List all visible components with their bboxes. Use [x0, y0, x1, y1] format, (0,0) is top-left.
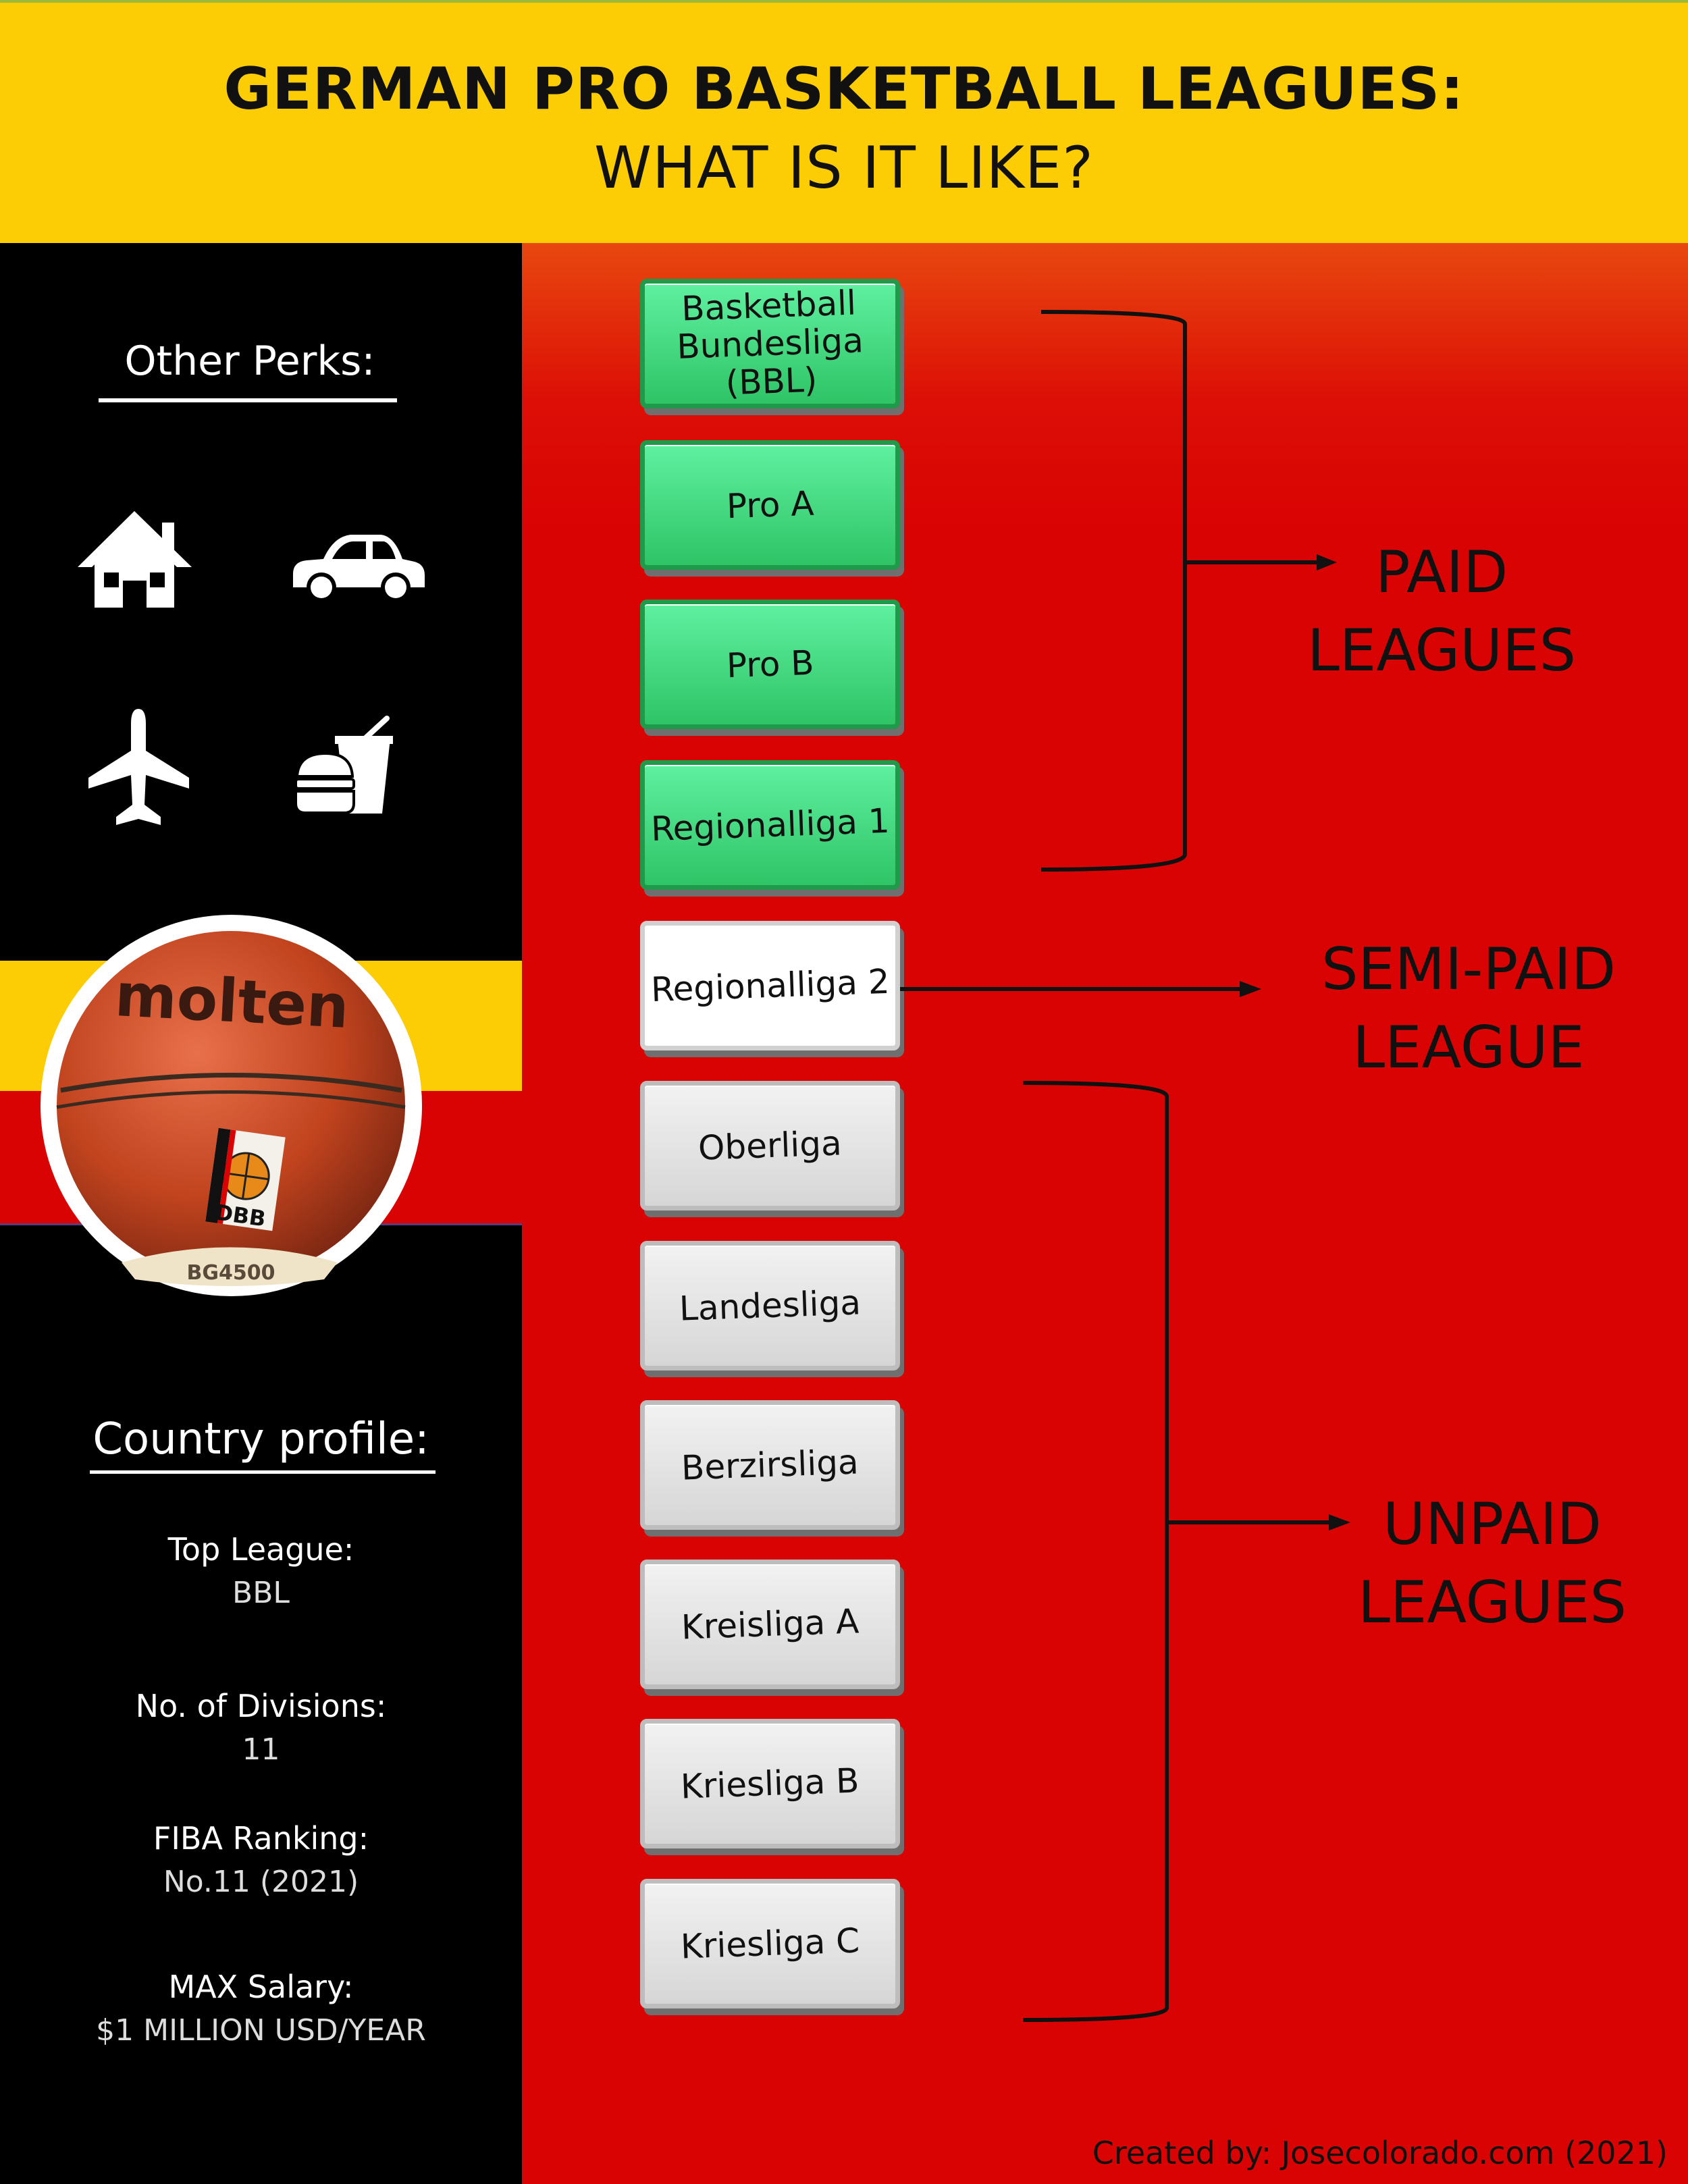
league-name: Pro A [725, 483, 815, 527]
paid-leagues-label: PAID LEAGUES [1263, 533, 1620, 690]
league-name: Kriesliga C [680, 1921, 860, 1967]
profile-value-divisions: 11 [242, 1732, 280, 1767]
title-line-1: GERMAN PRO BASKETBALL LEAGUES: [223, 55, 1465, 123]
unpaid-label-line-1: UNPAID [1382, 1491, 1602, 1558]
ball-brand-text: molten [113, 960, 351, 1042]
league-box-regionalliga-1: Regionalliga 1 [640, 760, 900, 890]
league-box-bbl: Basketball Bundesliga (BBL) [640, 279, 900, 408]
unpaid-label-line-2: LEAGUES [1357, 1569, 1627, 1637]
ball-model-text: BG4500 [187, 1261, 275, 1285]
profile-label-top-league: Top League: [167, 1531, 354, 1568]
unpaid-leagues-label: UNPAID LEAGUES [1323, 1485, 1661, 1642]
league-name: Kreisliga A [680, 1601, 860, 1647]
semi-paid-league-label: SEMI-PAID LEAGUE [1283, 930, 1654, 1087]
basketball-photo: molten DBB BG4500 [41, 915, 422, 1296]
airplane-icon [88, 709, 189, 825]
league-box-kriesliga-b: Kriesliga B [640, 1719, 900, 1848]
league-name: Basketball Bundesliga (BBL) [676, 283, 864, 403]
league-name: Berzirsliga [681, 1442, 860, 1488]
league-box-regionalliga-2: Regionalliga 2 [640, 921, 900, 1050]
profile-label-divisions: No. of Divisions: [135, 1688, 387, 1724]
profile-value-max-salary: $1 MILLION USD/YEAR [96, 2013, 426, 2048]
perks-title: Other Perks: [124, 338, 375, 385]
paid-bracket [1040, 310, 1337, 872]
league-box-landesliga: Landesliga [640, 1241, 900, 1370]
house-icon [78, 511, 192, 608]
league-box-oberliga: Oberliga [640, 1081, 900, 1210]
profile-value-fiba-ranking: No.11 (2021) [163, 1865, 359, 1899]
paid-label-line-1: PAID [1375, 539, 1508, 606]
food-drink-icon [296, 716, 393, 814]
car-icon [293, 535, 425, 602]
semi-paid-arrow [900, 981, 1261, 997]
league-box-pro-a: Pro A [640, 440, 900, 570]
league-name: Regionalliga 2 [650, 961, 891, 1010]
profile-value-top-league: BBL [232, 1576, 290, 1610]
league-box-kriesliga-c: Kriesliga C [640, 1879, 900, 2008]
title-line-2: WHAT IS IT LIKE? [594, 134, 1094, 202]
league-name: Landesliga [679, 1283, 862, 1329]
semi-label-line-2: LEAGUE [1352, 1014, 1585, 1082]
country-profile-title: Country profile: [93, 1414, 429, 1464]
league-name: Oberliga [697, 1123, 843, 1168]
league-box-berzirsliga: Berzirsliga [640, 1400, 900, 1530]
league-name: Regionalliga 1 [650, 801, 891, 849]
semi-label-line-1: SEMI-PAID [1321, 936, 1616, 1003]
profile-label-fiba-ranking: FIBA Ranking: [153, 1820, 369, 1857]
profile-label-max-salary: MAX Salary: [168, 1969, 354, 2005]
basketball-image: molten DBB BG4500 [56, 931, 406, 1286]
league-name: Kriesliga B [680, 1761, 860, 1807]
league-name: Pro B [725, 643, 815, 686]
league-box-pro-b: Pro B [640, 600, 900, 729]
country-profile-underline [90, 1470, 436, 1474]
unpaid-bracket [1022, 1081, 1350, 2022]
credit-text: Created by: Josecolorado.com (2021) [1092, 2135, 1668, 2171]
perks-underline [99, 398, 397, 402]
paid-label-line-2: LEAGUES [1307, 617, 1577, 685]
league-box-kreisliga-a: Kreisliga A [640, 1560, 900, 1689]
title-banner: GERMAN PRO BASKETBALL LEAGUES: WHAT IS I… [0, 0, 1688, 243]
